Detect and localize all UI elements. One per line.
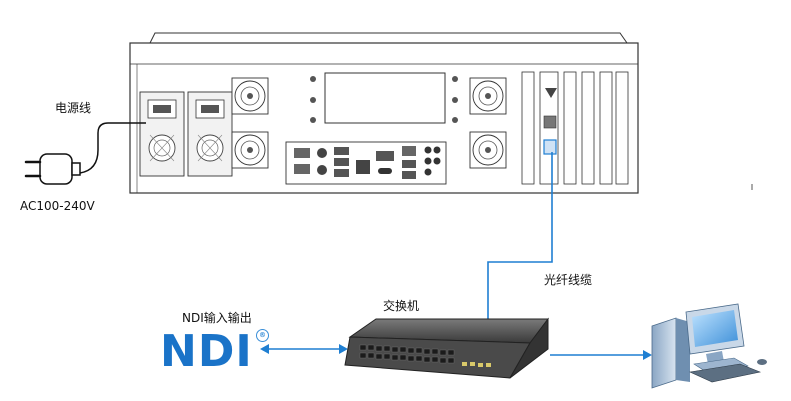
connection-lines bbox=[78, 122, 652, 360]
psu-1 bbox=[139, 91, 185, 177]
fan-right-top bbox=[469, 77, 507, 115]
psu-2 bbox=[187, 91, 233, 177]
server-chassis bbox=[129, 32, 639, 194]
power-cord-label: 电源线 bbox=[55, 101, 92, 115]
ndi-logo: NDI bbox=[160, 330, 253, 374]
fiber-cable-label: 光纤线缆 bbox=[544, 273, 593, 287]
voltage-label: AC100-240V bbox=[20, 199, 95, 213]
fan-right-bottom bbox=[469, 131, 507, 169]
switch-computer-arrow bbox=[550, 350, 652, 360]
ndi-registered-mark: ® bbox=[256, 329, 269, 342]
io-cover-plate bbox=[310, 72, 458, 124]
network-switch bbox=[344, 317, 549, 379]
fan-left-bottom bbox=[231, 131, 269, 169]
motherboard-io bbox=[285, 141, 447, 185]
power-plug-icon bbox=[24, 153, 81, 185]
switch-label: 交换机 bbox=[383, 299, 420, 313]
computer-icon bbox=[651, 303, 767, 389]
pcie-slots bbox=[521, 71, 629, 185]
ndi-logo-text: NDI bbox=[160, 326, 253, 377]
fan-left-top bbox=[231, 77, 269, 115]
power-cord-line bbox=[78, 122, 146, 174]
ndi-switch-arrow bbox=[260, 344, 348, 354]
fiber-line bbox=[487, 152, 553, 360]
ndi-io-label: NDI输入输出 bbox=[182, 311, 252, 325]
